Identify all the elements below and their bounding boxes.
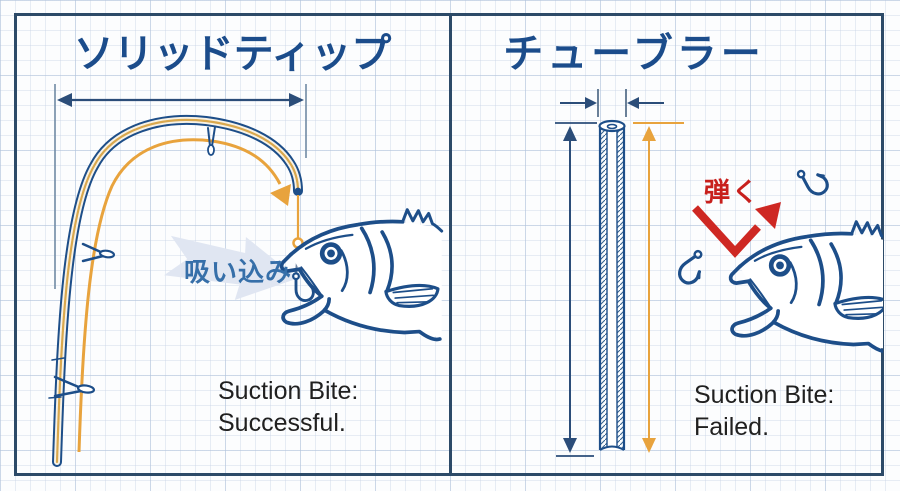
- tube-width-dimension: [560, 89, 664, 117]
- right-caption-line1: Suction Bite:: [694, 381, 835, 409]
- suction-arrow-icon: [164, 235, 298, 300]
- left-caption-line2: Successful.: [218, 409, 346, 437]
- tube-length-dimension-blue: [555, 122, 597, 457]
- left-caption-line1: Suction Bite:: [218, 377, 359, 405]
- bounce-arrow-icon: [692, 202, 781, 258]
- suction-label: 吸い込み: [184, 257, 293, 287]
- bounce-label: 弾く: [704, 177, 761, 207]
- rod-guide-icon: [53, 375, 96, 398]
- rod-length-dimension: [54, 84, 307, 289]
- tube-length-dimension-orange: [633, 122, 684, 453]
- left-caption: Suction Bite: Successful.: [218, 375, 358, 439]
- right-caption-line2: Failed.: [694, 413, 770, 441]
- fishing-hook-icon: [795, 160, 833, 201]
- right-caption: Suction Bite: Failed.: [694, 379, 834, 443]
- rod-guide-icon: [207, 126, 216, 156]
- panel-divider: [449, 13, 452, 476]
- fish-icon: [282, 210, 442, 340]
- rod-guide-icon: [81, 242, 116, 263]
- fish-icon: [731, 222, 891, 352]
- left-panel-title: ソリッドティップ: [73, 32, 392, 76]
- tip-travel-arrow: [77, 138, 291, 453]
- fishing-hook-icon: [671, 248, 714, 289]
- tubular-blank: [598, 119, 626, 451]
- bent-solid-tip-rod: [48, 114, 303, 467]
- right-panel-title: チューブラー: [503, 32, 765, 76]
